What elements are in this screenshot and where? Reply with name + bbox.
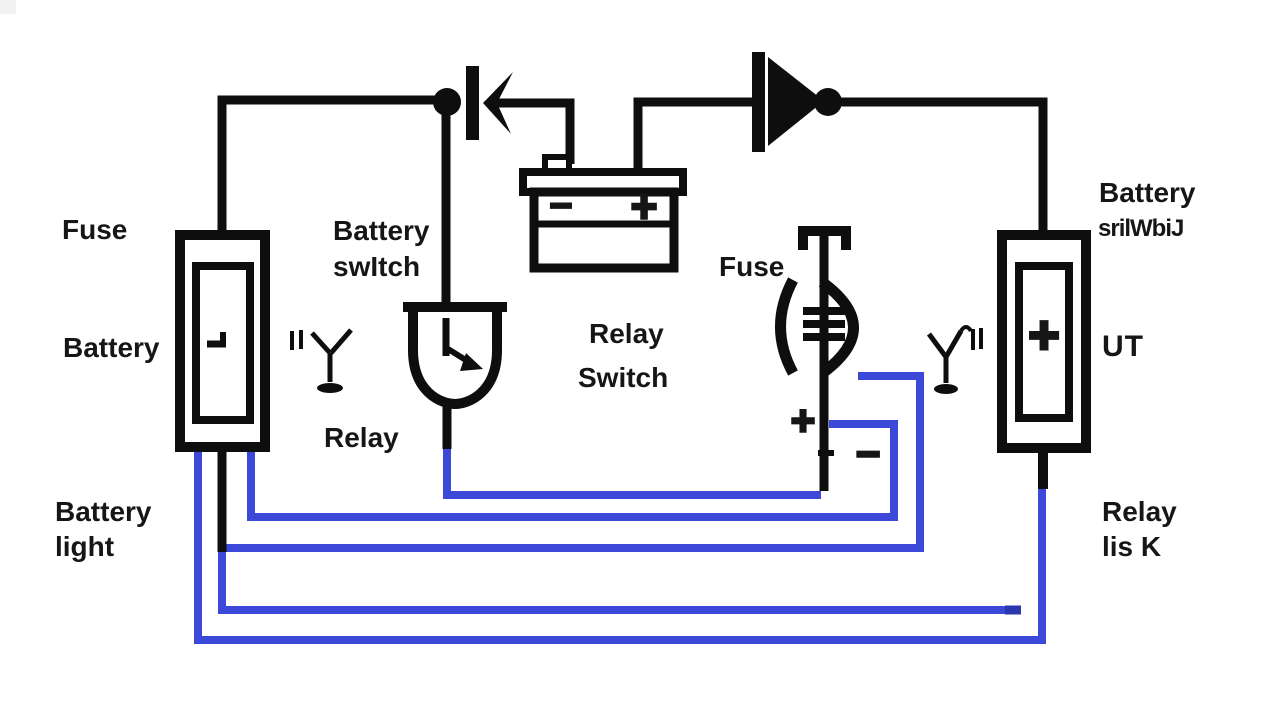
label-relay-link-1: Relay xyxy=(1102,496,1177,527)
lamp-arm xyxy=(329,328,353,355)
label-relay-left: Relay xyxy=(324,422,399,453)
label-battery-left: Battery xyxy=(63,332,160,363)
label-battery-light-2: light xyxy=(55,531,114,562)
label-battery-right-2: srilWbiJ xyxy=(1098,215,1183,242)
lamp-base-icon xyxy=(934,384,958,394)
label-relay-link-2: lis K xyxy=(1102,531,1161,562)
label-battery-right-1: Battery xyxy=(1099,177,1196,208)
car-battery-symbol: − + xyxy=(519,154,687,273)
indicator-lamp-right xyxy=(926,325,983,394)
label-fuse-left: Fuse xyxy=(62,214,127,245)
diode-bar-icon xyxy=(466,66,479,140)
diode-arrow-left-icon xyxy=(483,72,513,134)
wire-fuse-to-left-fuse xyxy=(247,420,898,521)
battery-body xyxy=(529,187,679,273)
lamp-arm xyxy=(926,332,949,359)
fuse-cartridge-right: + xyxy=(997,230,1091,453)
battery-terminal-minus: − xyxy=(549,184,572,228)
label-battery-light-1: Battery xyxy=(55,496,152,527)
lamp-arm xyxy=(943,329,964,359)
wire-battery-to-diode-right xyxy=(633,97,753,172)
cartridge-inner xyxy=(1015,262,1073,422)
label-relay-switch-2: Switch xyxy=(578,362,668,393)
fuse-top-staple xyxy=(798,226,851,250)
shield-body xyxy=(408,307,502,410)
label-battery-switch-2: swItch xyxy=(333,251,420,282)
indicator-lamp-left xyxy=(290,328,353,393)
wire-diode-to-battery xyxy=(490,98,575,164)
label-plus-mark: + xyxy=(791,397,816,444)
wire-relay-to-fuse xyxy=(443,444,821,499)
corner-artifact xyxy=(0,0,16,14)
lamp-base-icon xyxy=(317,383,343,393)
labels: Fuse Battery Battery light Battery swItc… xyxy=(55,177,1196,562)
label-minus-mark: − xyxy=(856,430,881,477)
fuse-cartridge-left xyxy=(175,230,270,452)
label-battery-switch-1: Battery xyxy=(333,215,430,246)
right-component-plus: + xyxy=(1028,305,1060,365)
battery-terminal-plus: + xyxy=(631,180,658,232)
relay-shield-switch xyxy=(403,302,507,410)
diode-bar-icon xyxy=(752,52,765,152)
diode-left xyxy=(433,66,513,140)
junction-dot-icon xyxy=(814,88,842,116)
wire-fuse-right-loop xyxy=(218,372,1021,614)
fuse-right-curve xyxy=(818,277,859,377)
wire-top-left xyxy=(217,95,436,238)
black-wires xyxy=(217,95,1048,552)
shield-arrowhead-icon xyxy=(460,353,483,371)
label-relay-switch-1: Relay xyxy=(589,318,664,349)
wire-left-to-right-component xyxy=(194,442,1046,644)
label-ut: UT xyxy=(1102,330,1144,363)
junction-dot-icon xyxy=(433,88,461,116)
fuse-left-curve xyxy=(775,277,798,376)
label-fuse-right: Fuse xyxy=(719,251,784,282)
diode-arrow-right-icon xyxy=(768,57,824,146)
wire-top-right xyxy=(828,97,1048,237)
lamp-arm xyxy=(310,331,332,355)
diode-right xyxy=(752,52,842,152)
lamp-curl xyxy=(959,325,973,333)
blue-wires xyxy=(194,372,1046,644)
fuse-element-center xyxy=(775,226,859,491)
